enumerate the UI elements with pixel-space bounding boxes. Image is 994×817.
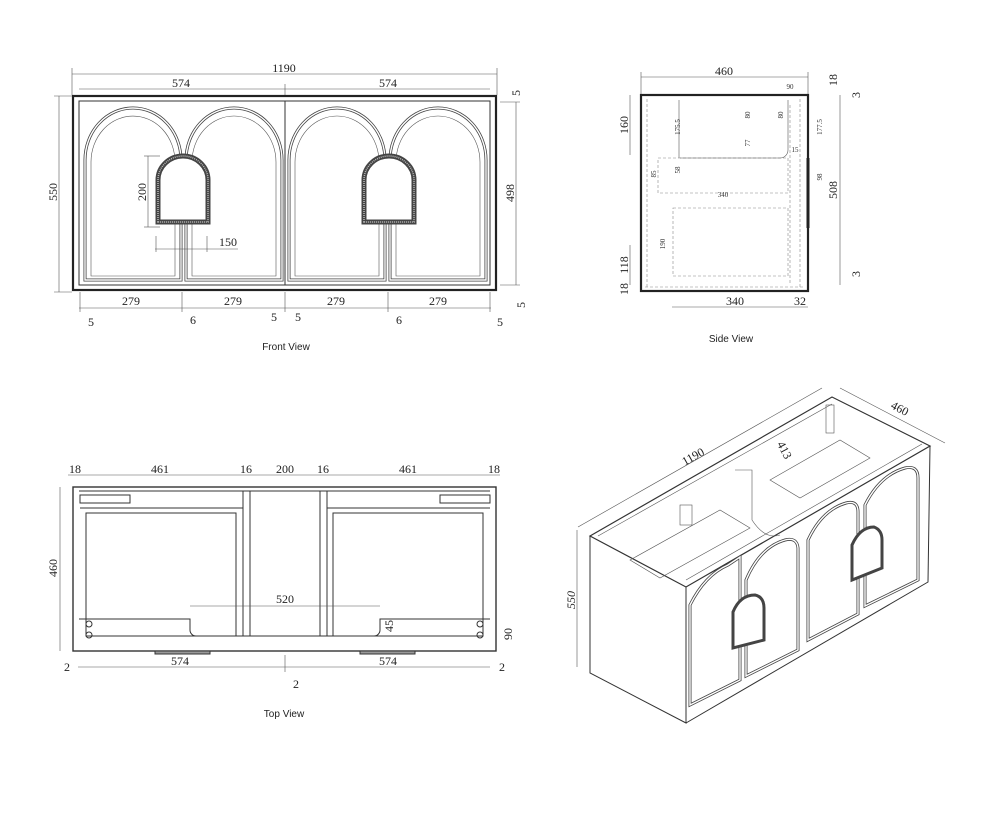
caption-side-view: Side View bbox=[709, 334, 754, 345]
dim-iso-depth: 460 bbox=[889, 398, 911, 419]
dim-top-cutout-width: 520 bbox=[276, 592, 294, 606]
dim-front-gap-5: 6 bbox=[396, 313, 402, 327]
iso-arch-panels bbox=[688, 466, 920, 708]
caption-front-view: Front View bbox=[262, 342, 310, 353]
dim-top-depth: 460 bbox=[46, 559, 60, 577]
dim-front-handle-offset: 150 bbox=[219, 235, 237, 249]
dim-front-gap-2: 6 bbox=[190, 313, 196, 327]
dim-side-bottom-front: 32 bbox=[794, 294, 806, 308]
dim-front-height: 550 bbox=[46, 183, 60, 201]
dim-side-top-thickness: 18 bbox=[826, 74, 840, 86]
dim-front-door-right: 574 bbox=[379, 76, 397, 90]
dim-front-gap-3: 5 bbox=[271, 310, 277, 324]
dim-front-overall-width: 1190 bbox=[272, 61, 296, 75]
dim-top-5: 16 bbox=[317, 462, 329, 476]
dim-side-d177-5: 177.5 bbox=[816, 119, 824, 135]
dim-side-top-left: 160 bbox=[617, 116, 631, 134]
dim-front-door-height: 498 bbox=[503, 184, 517, 202]
dim-iso-width: 1190 bbox=[679, 445, 706, 469]
dim-side-bottom-depth: 340 bbox=[726, 294, 744, 308]
dim-side-d80b: 80 bbox=[777, 111, 785, 119]
dim-top-4: 200 bbox=[276, 462, 294, 476]
dim-top-2: 461 bbox=[151, 462, 169, 476]
dim-top-6: 461 bbox=[399, 462, 417, 476]
front-handle-right bbox=[361, 153, 417, 225]
dim-front-handle-height: 200 bbox=[135, 183, 149, 201]
dim-front-panel-1: 279 bbox=[122, 294, 140, 308]
dim-top-cutout-depth: 45 bbox=[382, 620, 396, 632]
dim-front-panel-2: 279 bbox=[224, 294, 242, 308]
front-arch-panels bbox=[83, 106, 488, 282]
dim-side-height-right: 508 bbox=[826, 181, 840, 199]
dim-side-bottom-thickness: 18 bbox=[617, 283, 631, 295]
dim-side-bottom-gap: 3 bbox=[849, 271, 863, 277]
dim-side-d85: 85 bbox=[650, 170, 658, 178]
dim-iso-height: 550 bbox=[564, 591, 578, 609]
dim-side-d58: 58 bbox=[674, 166, 682, 174]
dim-front-gap-1: 5 bbox=[88, 315, 94, 329]
dim-top-7: 18 bbox=[488, 462, 500, 476]
dim-side-bottom-left: 118 bbox=[617, 256, 631, 274]
front-handle-left bbox=[155, 153, 211, 225]
dim-front-gap-4: 5 bbox=[295, 310, 301, 324]
dim-side-d175-5: 175.5 bbox=[674, 119, 682, 135]
dim-top-front-depth: 90 bbox=[501, 628, 515, 640]
dim-top-bottom-right-gap: 2 bbox=[499, 660, 505, 674]
dim-side-d77: 77 bbox=[744, 139, 752, 147]
dim-side-d80a: 80 bbox=[744, 111, 752, 119]
isometric-view: 1190 460 413 550 bbox=[564, 387, 946, 724]
dim-front-top-gap: 5 bbox=[509, 90, 523, 96]
dim-top-bottom-door-left: 574 bbox=[171, 654, 189, 668]
dim-side-d98: 98 bbox=[816, 173, 824, 181]
top-view: 18 461 16 200 16 461 18 520 45 90 460 bbox=[46, 462, 515, 720]
dim-side-depth: 460 bbox=[715, 64, 733, 78]
dim-iso-inner: 413 bbox=[774, 439, 795, 461]
dim-top-3: 16 bbox=[240, 462, 252, 476]
iso-handle-left bbox=[731, 593, 766, 650]
dim-top-bottom-left-gap: 2 bbox=[64, 660, 70, 674]
dim-top-center-gap: 2 bbox=[293, 677, 299, 691]
iso-handle-right bbox=[850, 525, 884, 583]
dim-top-bottom-door-right: 574 bbox=[379, 654, 397, 668]
dim-front-panel-4: 279 bbox=[429, 294, 447, 308]
dim-top-1: 18 bbox=[69, 462, 81, 476]
dim-side-d90: 90 bbox=[787, 83, 795, 91]
side-view: 460 160 118 18 18 3 508 3 90 175.5 177.5… bbox=[617, 64, 863, 345]
dim-front-door-left: 574 bbox=[172, 76, 190, 90]
dim-front-panel-3: 279 bbox=[327, 294, 345, 308]
dim-side-d340-inner: 340 bbox=[718, 191, 729, 199]
dim-side-d15: 15 bbox=[792, 146, 800, 154]
dim-front-gap-6: 5 bbox=[497, 315, 503, 329]
dim-front-bottom-gap: 5 bbox=[514, 302, 528, 308]
front-view: 1190 574 574 bbox=[46, 61, 528, 353]
dim-side-top-gap: 3 bbox=[849, 92, 863, 98]
dim-side-d190: 190 bbox=[659, 238, 667, 249]
caption-top-view: Top View bbox=[264, 709, 305, 720]
